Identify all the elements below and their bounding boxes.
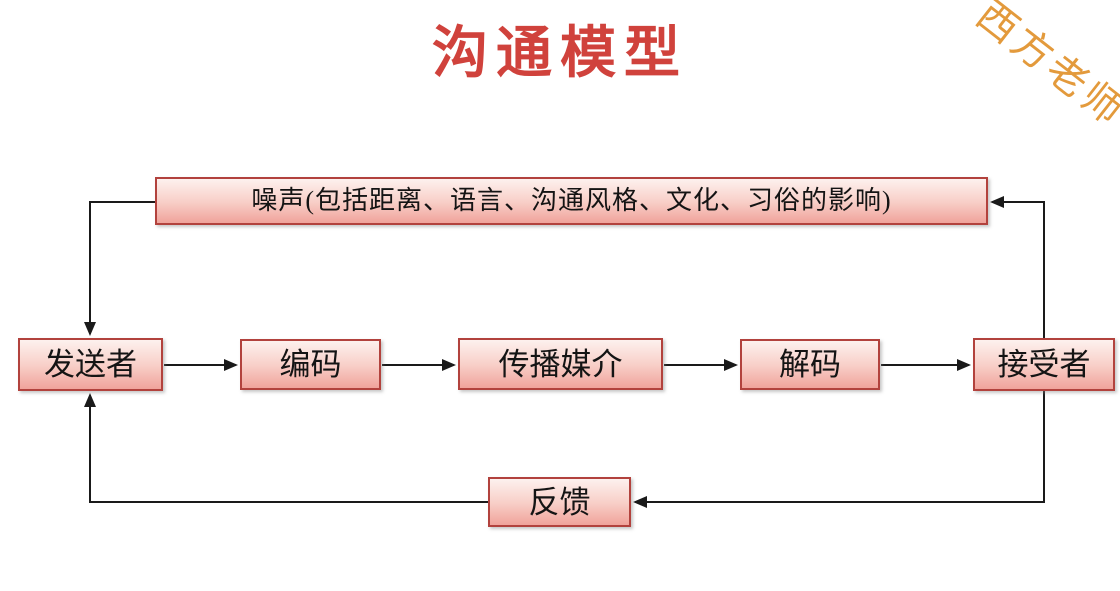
- node-medium: 传播媒介: [458, 338, 663, 390]
- arrow-receiver-to-feedback: [633, 390, 1045, 508]
- node-encode: 编码: [240, 339, 381, 390]
- node-noise: 噪声(包括距离、语言、沟通风格、文化、习俗的影响): [155, 177, 988, 225]
- page-title: 沟通模型: [432, 21, 688, 84]
- node-sender: 发送者: [18, 338, 163, 391]
- arrow-receiver-to-noise: [990, 196, 1045, 339]
- arrow-noise-to-sender: [84, 201, 155, 336]
- node-feedback: 反馈: [488, 477, 631, 527]
- node-receiver: 接受者: [973, 338, 1115, 391]
- arrow-feedback-to-sender: [84, 393, 488, 503]
- node-decode: 解码: [740, 339, 880, 390]
